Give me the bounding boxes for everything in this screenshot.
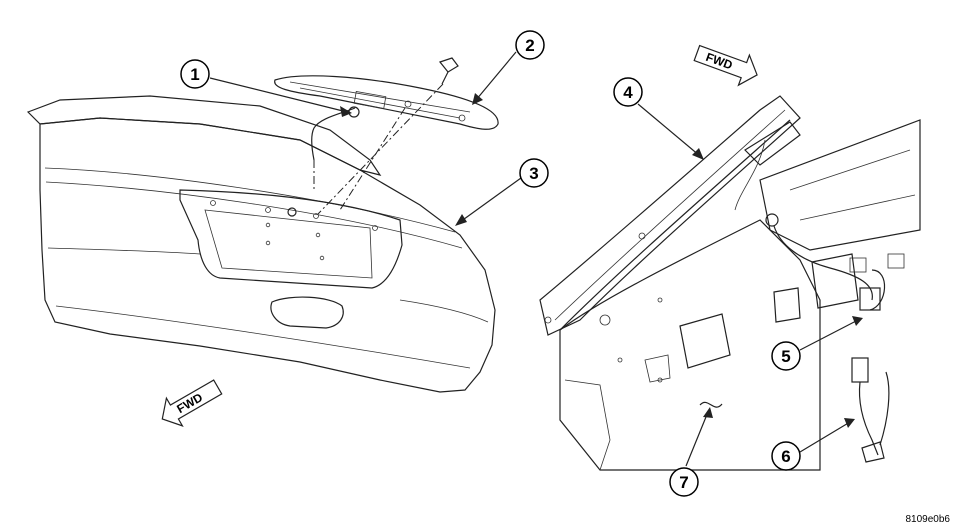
alignment-line xyxy=(317,83,444,215)
callout-number: 7 xyxy=(679,473,688,492)
trunk-interior xyxy=(539,95,921,471)
callout-number: 1 xyxy=(190,65,199,84)
wire-harness-connector xyxy=(765,213,886,311)
screw-fastener xyxy=(438,57,459,85)
fwd-arrow-top: FWD xyxy=(693,44,758,87)
callout-4: 4 xyxy=(613,77,643,107)
callout-number: 4 xyxy=(623,83,633,102)
callout-number: 5 xyxy=(781,347,790,366)
callout-6: 6 xyxy=(771,441,801,471)
callout-number: 3 xyxy=(529,164,538,183)
callout-1: 1 xyxy=(180,59,210,89)
callout-number: 6 xyxy=(781,447,790,466)
chmsl-lamp xyxy=(274,75,499,161)
wiring-pigtail xyxy=(851,357,890,463)
callout-number: 2 xyxy=(525,36,534,55)
figure-id: 8109e0b6 xyxy=(906,514,951,525)
callout-5: 5 xyxy=(771,341,801,371)
callout-3: 3 xyxy=(519,158,549,188)
alignment-line xyxy=(339,107,406,211)
callout-2: 2 xyxy=(515,30,545,60)
fwd-arrow-bottom: FWD xyxy=(161,379,223,427)
leader-lines xyxy=(209,51,863,467)
decklid-assembly xyxy=(26,95,496,393)
callout-7: 7 xyxy=(669,467,699,497)
